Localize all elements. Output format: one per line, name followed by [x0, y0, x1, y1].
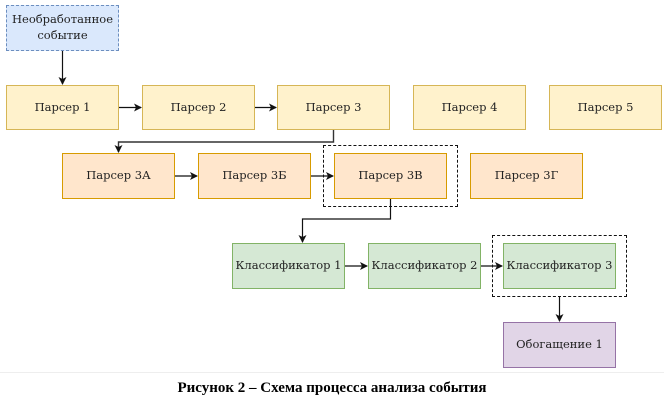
raw-event-label: Необработанное событие — [11, 12, 114, 42]
parser-3-node: Парсер 3 — [277, 85, 390, 130]
parser-3v-label: Парсер 3В — [358, 168, 423, 183]
figure-caption: Рисунок 2 – Схема процесса анализа событ… — [177, 380, 487, 396]
parser-3g-label: Парсер 3Г — [494, 168, 559, 183]
parser-3g-node: Парсер 3Г — [470, 153, 583, 199]
parser-4-label: Парсер 4 — [441, 99, 498, 114]
classifier-1-label: Классификатор 1 — [235, 258, 342, 273]
edge-parser3v-to-classifier1 — [298, 199, 392, 243]
classifier-3-node: Классификатор 3 — [503, 243, 616, 289]
enrichment-1-label: Обогащение 1 — [516, 337, 603, 352]
parser-3a-label: Парсер 3А — [86, 168, 151, 183]
parser-3b-node: Парсер 3Б — [198, 153, 311, 199]
parser-1-label: Парсер 1 — [34, 99, 91, 114]
enrichment-1-node: Обогащение 1 — [503, 322, 616, 368]
parser-3v-node: Парсер 3В — [334, 153, 447, 199]
raw-event-node: Необработанное событие — [6, 5, 119, 51]
caption-divider — [0, 372, 664, 373]
parser-4-node: Парсер 4 — [413, 85, 526, 130]
classifier-3-label: Классификатор 3 — [506, 258, 613, 273]
classifier-2-label: Классификатор 2 — [371, 258, 478, 273]
classifier-2-node: Классификатор 2 — [368, 243, 481, 289]
parser-2-label: Парсер 2 — [170, 99, 227, 114]
parser-2-node: Парсер 2 — [142, 85, 255, 130]
classifier-1-node: Классификатор 1 — [232, 243, 345, 289]
highlight-group-classifier-3 — [492, 235, 627, 297]
edge-parser3-to-parser3a — [114, 130, 335, 153]
highlight-group-parser-3v — [323, 145, 458, 207]
parser-5-label: Парсер 5 — [577, 99, 634, 114]
parser-3a-node: Парсер 3А — [62, 153, 175, 199]
parser-1-node: Парсер 1 — [6, 85, 119, 130]
parser-3-label: Парсер 3 — [305, 99, 362, 114]
parser-5-node: Парсер 5 — [549, 85, 662, 130]
parser-3b-label: Парсер 3Б — [222, 168, 287, 183]
